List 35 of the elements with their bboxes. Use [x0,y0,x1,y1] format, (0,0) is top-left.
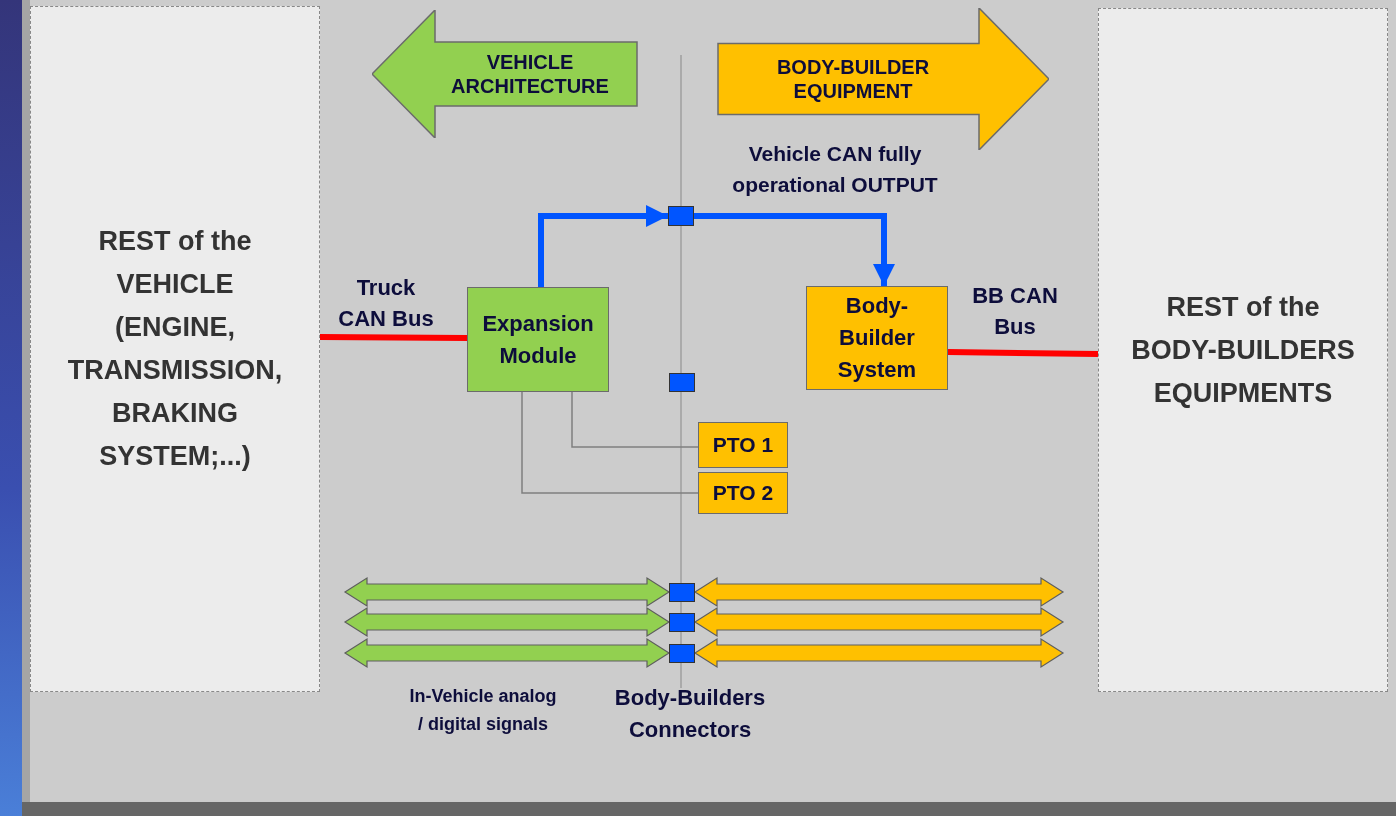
box-label: PTO 2 [712,481,774,505]
double-block-arrow [343,576,671,608]
bus-line [571,391,699,448]
connector-square [669,583,695,602]
box-label: Expansion Module [482,309,594,370]
arrow [694,213,895,286]
note-text: In-Vehicle analog / digital signals [408,685,558,736]
double-block-arrow [343,606,671,638]
pto-box [698,472,788,514]
bus-line [521,391,699,494]
box-label: BODY-BUILDER EQUIPMENT [775,55,931,103]
box-label: REST of the VEHICLE (ENGINE, TRANSMISSION, BRAKING SYSTEM;...) [66,225,284,473]
bus-line [947,349,1099,357]
note-text: Body-Builders Connectors [613,684,767,744]
double-block-arrow [343,637,671,669]
arrow [538,205,668,287]
connector-square [668,206,694,226]
pto-box [698,422,788,468]
connector-square [669,644,695,663]
note-text: Vehicle CAN fully operational OUTPUT [731,141,939,198]
system-panel [30,6,320,692]
system-panel [1098,8,1388,692]
direction-banner [372,10,638,138]
module-box [467,287,609,392]
connector-square [669,613,695,632]
box-label: Body-Builder System [836,292,918,384]
module-box [806,286,948,390]
double-block-arrow [693,576,1065,608]
box-label: REST of the BODY-BUILDERS EQUIPMENTS [1130,290,1356,410]
double-block-arrow [693,637,1065,669]
box-label: PTO 1 [712,433,774,457]
connector-square [669,373,695,392]
bus-line [319,334,468,341]
box-label: VEHICLE ARCHITECTURE [450,50,610,98]
double-block-arrow [693,606,1065,638]
